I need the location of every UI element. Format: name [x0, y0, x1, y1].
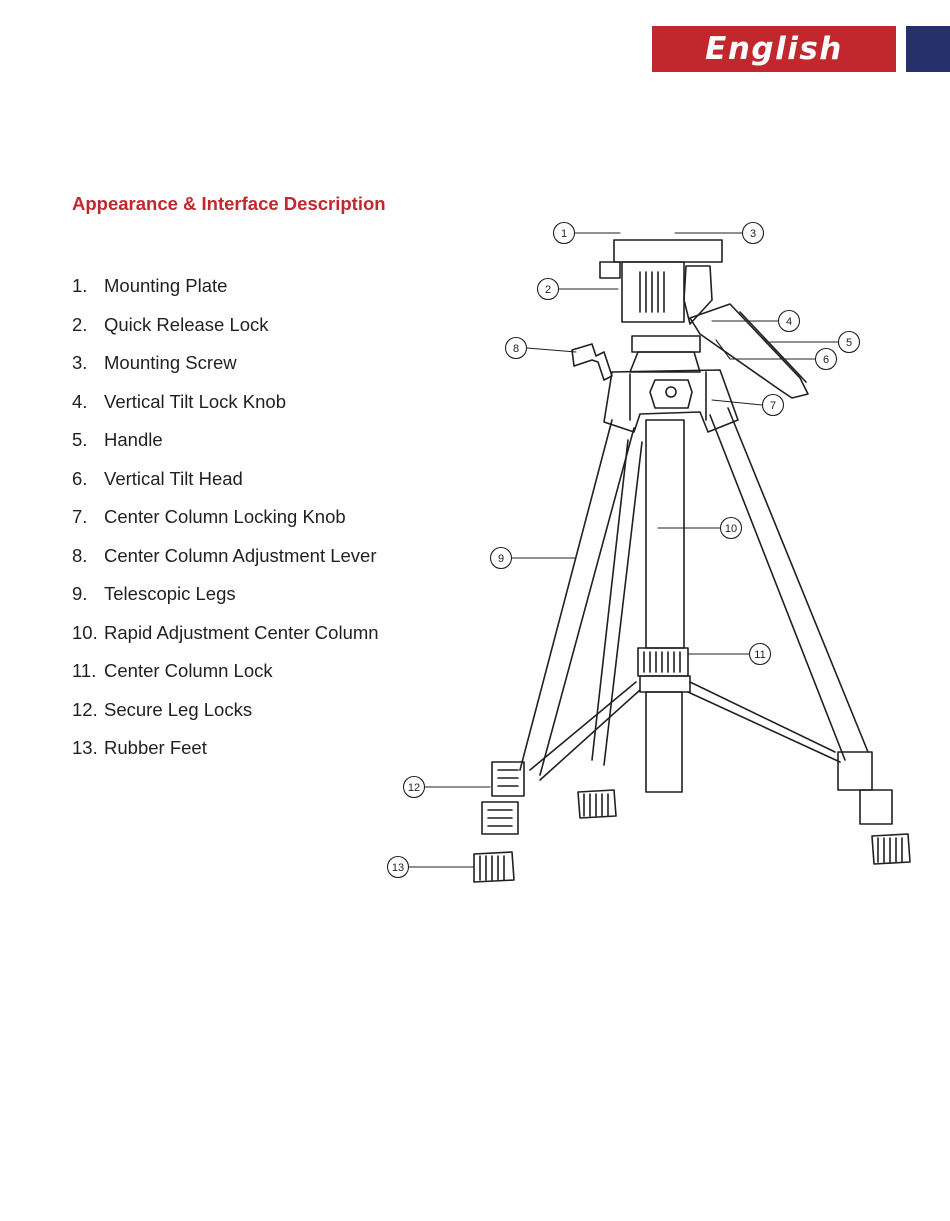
part-number: 10.	[72, 621, 98, 643]
part-number: 9.	[72, 583, 88, 605]
list-item: 13. Rubber Feet	[72, 729, 379, 768]
part-number: 7.	[72, 506, 88, 528]
part-label: Secure Leg Locks	[104, 698, 253, 720]
callout-number: 13	[392, 862, 404, 874]
tripod-illustration	[473, 239, 911, 883]
part-number: 8.	[72, 544, 88, 566]
callout-badge: 3	[741, 221, 765, 245]
list-item: 10. Rapid Adjustment Center Column	[72, 614, 379, 653]
callout-badge: 10	[719, 516, 743, 540]
list-item: 11. Center Column Lock	[72, 652, 379, 691]
callout-number: 10	[725, 523, 737, 535]
list-item: 3. Mounting Screw	[72, 344, 379, 383]
part-number: 6.	[72, 467, 88, 489]
list-item: 8. Center Column Adjustment Lever	[72, 537, 379, 576]
part-label: Rubber Feet	[104, 737, 207, 759]
list-item: 5. Handle	[72, 421, 379, 460]
list-item: 12. Secure Leg Locks	[72, 691, 379, 730]
list-item: 2. Quick Release Lock	[72, 306, 379, 345]
callout-number: 6	[823, 354, 829, 366]
callout-badge: 9	[489, 546, 513, 570]
part-label: Vertical Tilt Head	[104, 467, 243, 489]
part-label: Vertical Tilt Lock Knob	[104, 390, 287, 412]
part-label: Mounting Screw	[104, 352, 237, 374]
callout-number: 4	[786, 316, 792, 328]
part-number: 13.	[72, 737, 98, 759]
callout-number: 11	[754, 649, 765, 661]
part-number: 3.	[72, 352, 88, 374]
callout-number: 7	[770, 400, 776, 412]
part-number: 5.	[72, 429, 88, 451]
section-title: Appearance & Interface Description	[72, 193, 386, 214]
part-label: Rapid Adjustment Center Column	[104, 621, 379, 643]
callout-number: 12	[408, 782, 420, 794]
list-item: 1. Mounting Plate	[72, 267, 379, 306]
callout-number: 1	[561, 228, 567, 240]
callout-badge: 12	[402, 775, 426, 799]
tripod-diagram: 1 3 2 4 5 6 7 8 9 10 11 12 13	[380, 215, 925, 895]
part-label: Quick Release Lock	[104, 313, 269, 335]
part-label: Center Column Adjustment Lever	[104, 544, 377, 566]
part-label: Handle	[104, 429, 163, 451]
callout-leaders	[408, 232, 839, 868]
list-item: 4. Vertical Tilt Lock Knob	[72, 383, 379, 422]
part-label: Mounting Plate	[104, 275, 228, 297]
language-label: English	[705, 31, 843, 67]
callout-number: 5	[846, 337, 852, 349]
list-item: 9. Telescopic Legs	[72, 575, 379, 614]
callout-badge: 1	[552, 221, 576, 245]
callout-number: 9	[498, 553, 504, 565]
part-number: 4.	[72, 390, 88, 412]
callout-number: 2	[545, 284, 551, 296]
list-item: 6. Vertical Tilt Head	[72, 460, 379, 499]
callout-number: 3	[750, 228, 756, 240]
part-number: 11.	[72, 660, 97, 682]
side-tab-marker	[906, 26, 950, 72]
part-label: Center Column Lock	[104, 660, 273, 682]
callout-badge: 5	[837, 330, 861, 354]
callout-badge: 8	[504, 336, 528, 360]
callout-badge: 4	[777, 309, 801, 333]
callout-badge: 11	[748, 642, 772, 666]
part-label: Telescopic Legs	[104, 583, 236, 605]
callout-badge: 7	[761, 393, 785, 417]
part-label: Center Column Locking Knob	[104, 506, 346, 528]
list-item: 7. Center Column Locking Knob	[72, 498, 379, 537]
part-number: 1.	[72, 275, 88, 297]
callout-badge: 13	[386, 855, 410, 879]
callout-badge: 6	[814, 347, 838, 371]
part-number: 2.	[72, 313, 88, 335]
parts-list: 1. Mounting Plate 2. Quick Release Lock 3.…	[72, 267, 379, 768]
part-number: 12.	[72, 698, 98, 720]
callout-badge: 2	[536, 277, 560, 301]
language-badge: English	[652, 26, 896, 72]
callout-number: 8	[513, 343, 519, 355]
